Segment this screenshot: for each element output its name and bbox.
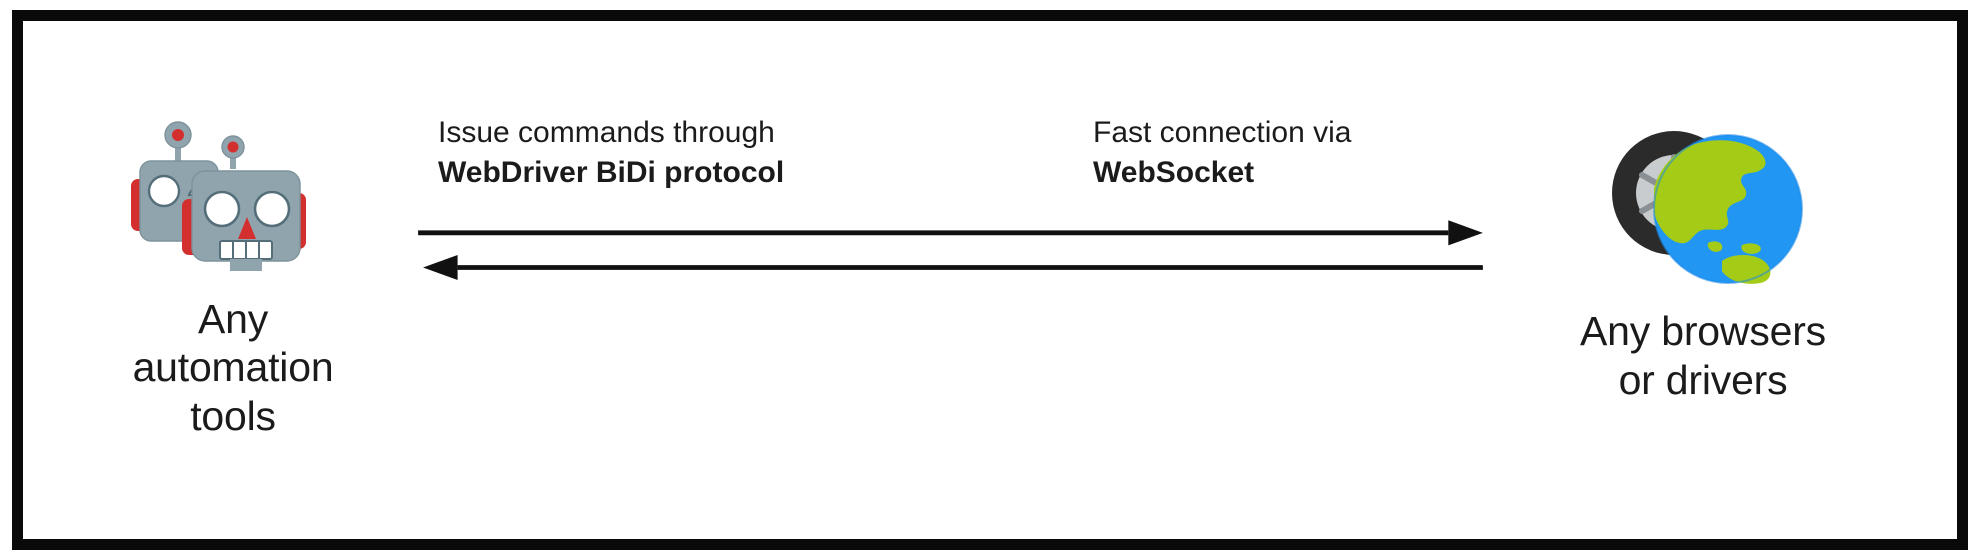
- robot-icon: [130, 121, 306, 271]
- label-automation-tools: Any automation tools: [133, 295, 334, 440]
- commands-annotation-plain: Issue commands through: [438, 116, 775, 149]
- arrow-backward-icon: [423, 254, 1483, 280]
- diagram-canvas: Any automation tools Issue commands thro…: [23, 21, 1957, 539]
- commands-annotation: Issue commands through WebDriver BiDi pr…: [438, 113, 784, 192]
- connection-annotation-bold: WebSocket: [1093, 155, 1255, 189]
- label-browsers-drivers: Any browsers or drivers: [1580, 307, 1826, 405]
- node-browsers-drivers: Any browsers or drivers: [1503, 121, 1903, 521]
- label-line: Any: [197, 296, 269, 342]
- connection-annotation-plain: Fast connection via: [1093, 116, 1352, 149]
- diagram-frame-border: Any automation tools Issue commands thro…: [12, 10, 1968, 550]
- arrow-forward-icon: [418, 220, 1483, 246]
- globe-and-wheel-icon: [1611, 131, 1803, 284]
- commands-annotation-bold: WebDriver BiDi protocol: [438, 155, 785, 189]
- connection-annotation: Fast connection via WebSocket: [1093, 113, 1351, 192]
- label-line: Any browsers: [1580, 308, 1826, 354]
- globe-showing-asia-australia-icon: [1652, 134, 1803, 284]
- label-line: automation: [132, 344, 334, 391]
- label-line: tools: [190, 392, 276, 439]
- label-line: or drivers: [1618, 357, 1788, 404]
- node-automation-tools: Any automation tools: [63, 121, 403, 521]
